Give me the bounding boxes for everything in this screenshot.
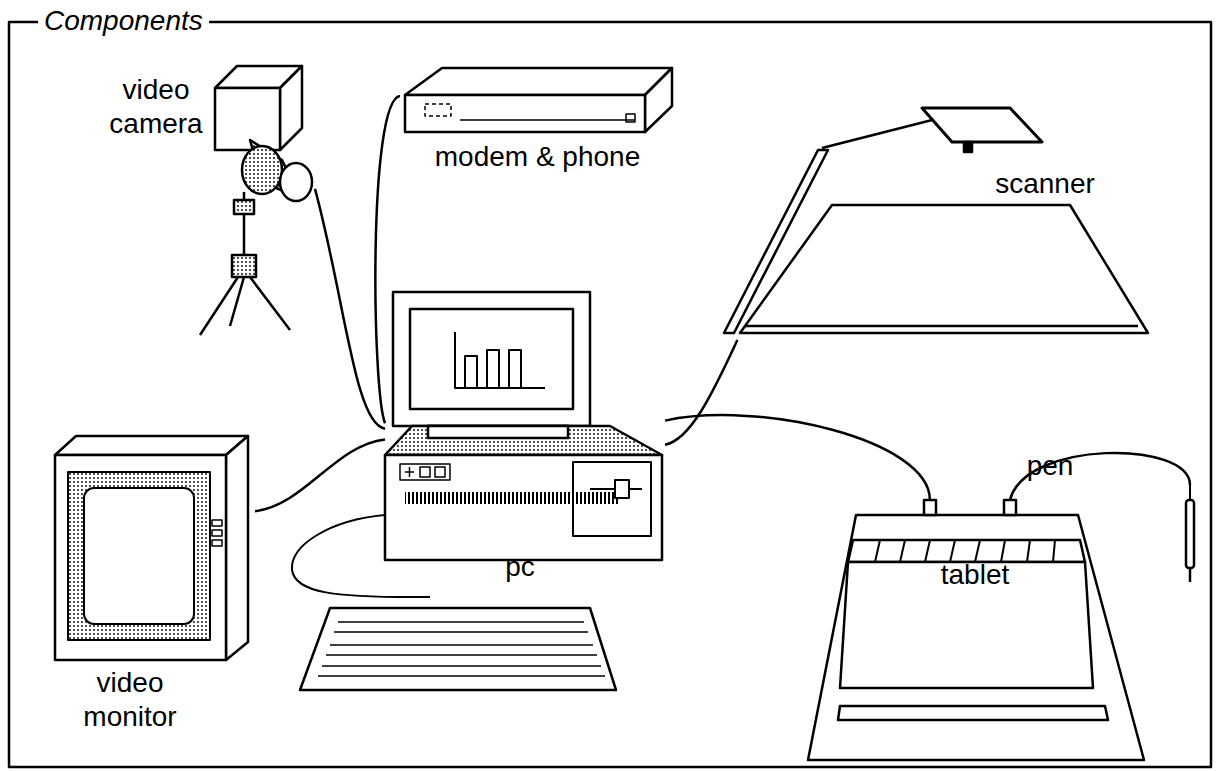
device-cable: [665, 340, 737, 445]
camera-drawing: [200, 66, 312, 335]
device-label: pc: [480, 550, 560, 584]
scanner-node: scanner: [720, 105, 1155, 340]
pen-drawing: [1186, 485, 1194, 582]
device-cable: [315, 189, 385, 429]
modem-drawing: [405, 68, 672, 132]
device-label: tablet: [875, 558, 1075, 592]
tablet-drawing: [808, 500, 1144, 760]
tablet-node: tablet: [805, 500, 1150, 765]
device-cable: [255, 439, 385, 511]
scanner-drawing: [724, 108, 1148, 333]
pen-node: pen: [1175, 485, 1205, 585]
video-monitor-drawing: [55, 436, 248, 660]
device-label: modem & phone: [400, 140, 675, 174]
pc-drawing: [292, 292, 662, 690]
device-label: scanner: [970, 167, 1120, 201]
device-cable: [375, 96, 400, 423]
device-label: video camera: [100, 73, 212, 141]
device-label: pen: [1010, 449, 1090, 483]
pc-node: pc: [385, 292, 665, 560]
device-cable: [665, 415, 930, 500]
modem-node: modem & phone: [400, 60, 675, 180]
device-label: video monitor: [50, 666, 210, 734]
diagram-title: Components: [38, 4, 209, 38]
video-monitor-node: video monitor: [50, 430, 255, 755]
frame-border: [9, 22, 1211, 767]
camera-node: video camera: [100, 55, 315, 340]
